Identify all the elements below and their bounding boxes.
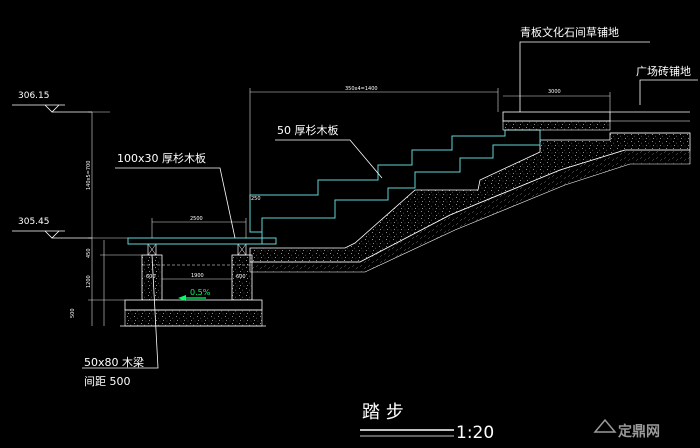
leader-fir-100 <box>115 167 236 239</box>
dim-h-1200: 1200 <box>86 275 92 288</box>
elevation-markers <box>12 104 92 239</box>
deck-board <box>127 237 277 245</box>
leader-stone <box>519 41 650 112</box>
stone-paving-slab <box>502 111 690 134</box>
dim-steps-span: 350x4=1400 <box>345 86 378 92</box>
elev-upper-symbol <box>44 104 60 113</box>
drawing-scale: 1:20 <box>456 423 494 443</box>
label-stone-paving: 青板文化石间草铺地 <box>520 25 619 39</box>
title-block: 踏 步 1:20 <box>360 402 494 443</box>
dim-riser-top: 250 <box>251 196 261 202</box>
stone-slab-upper <box>502 111 611 122</box>
leader-beam <box>82 254 159 369</box>
base-slab <box>124 299 263 311</box>
slope-value: 0.5% <box>190 288 211 297</box>
soil-layer <box>249 149 691 273</box>
dim-deck-width: 2500 <box>190 216 203 222</box>
dim-pad-left: 600 <box>146 274 156 280</box>
slope-indicator <box>178 295 206 301</box>
dimension-lines <box>88 88 611 326</box>
beam-left-cross-2 <box>147 243 157 256</box>
base-gravel <box>124 309 263 327</box>
beam-right-cross-2 <box>237 243 247 256</box>
dim-footing-gap: 1900 <box>191 273 204 279</box>
ground-fill <box>249 132 691 273</box>
label-plaza-brick: 广场砖铺地 <box>636 64 691 78</box>
timber-boards <box>127 129 541 245</box>
slope-arrow-head <box>178 295 186 301</box>
stone-slab-mid <box>502 120 611 131</box>
elev-lower-symbol <box>44 230 60 239</box>
dim-gap-450: 450 <box>86 248 92 258</box>
watermark: 定鼎网 <box>593 418 660 440</box>
leader-fir-50 <box>275 139 383 179</box>
label-beam-size: 50x80 木梁 <box>84 355 144 369</box>
stair-board-profile <box>249 129 541 233</box>
dim-h-500: 500 <box>70 308 76 318</box>
elevation-upper: 306.15 <box>18 91 50 101</box>
watermark-text: 定鼎网 <box>618 423 660 440</box>
label-fir-100x30: 100x30 厚杉木板 <box>117 151 206 165</box>
dim-pad-right: 600 <box>236 274 246 280</box>
drawing-title: 踏 步 <box>362 402 404 423</box>
elevation-lower: 305.45 <box>18 217 50 227</box>
dim-stone-span: 3000 <box>548 89 561 95</box>
label-beam-spacing: 间距 500 <box>84 375 131 388</box>
dim-height-total: 140x5=700 <box>86 161 92 190</box>
leader-lines <box>82 41 698 369</box>
deck-foundation <box>120 243 266 327</box>
leader-plaza <box>639 79 698 105</box>
watermark-logo-icon <box>593 418 617 433</box>
label-fir-50: 50 厚杉木板 <box>277 123 339 137</box>
